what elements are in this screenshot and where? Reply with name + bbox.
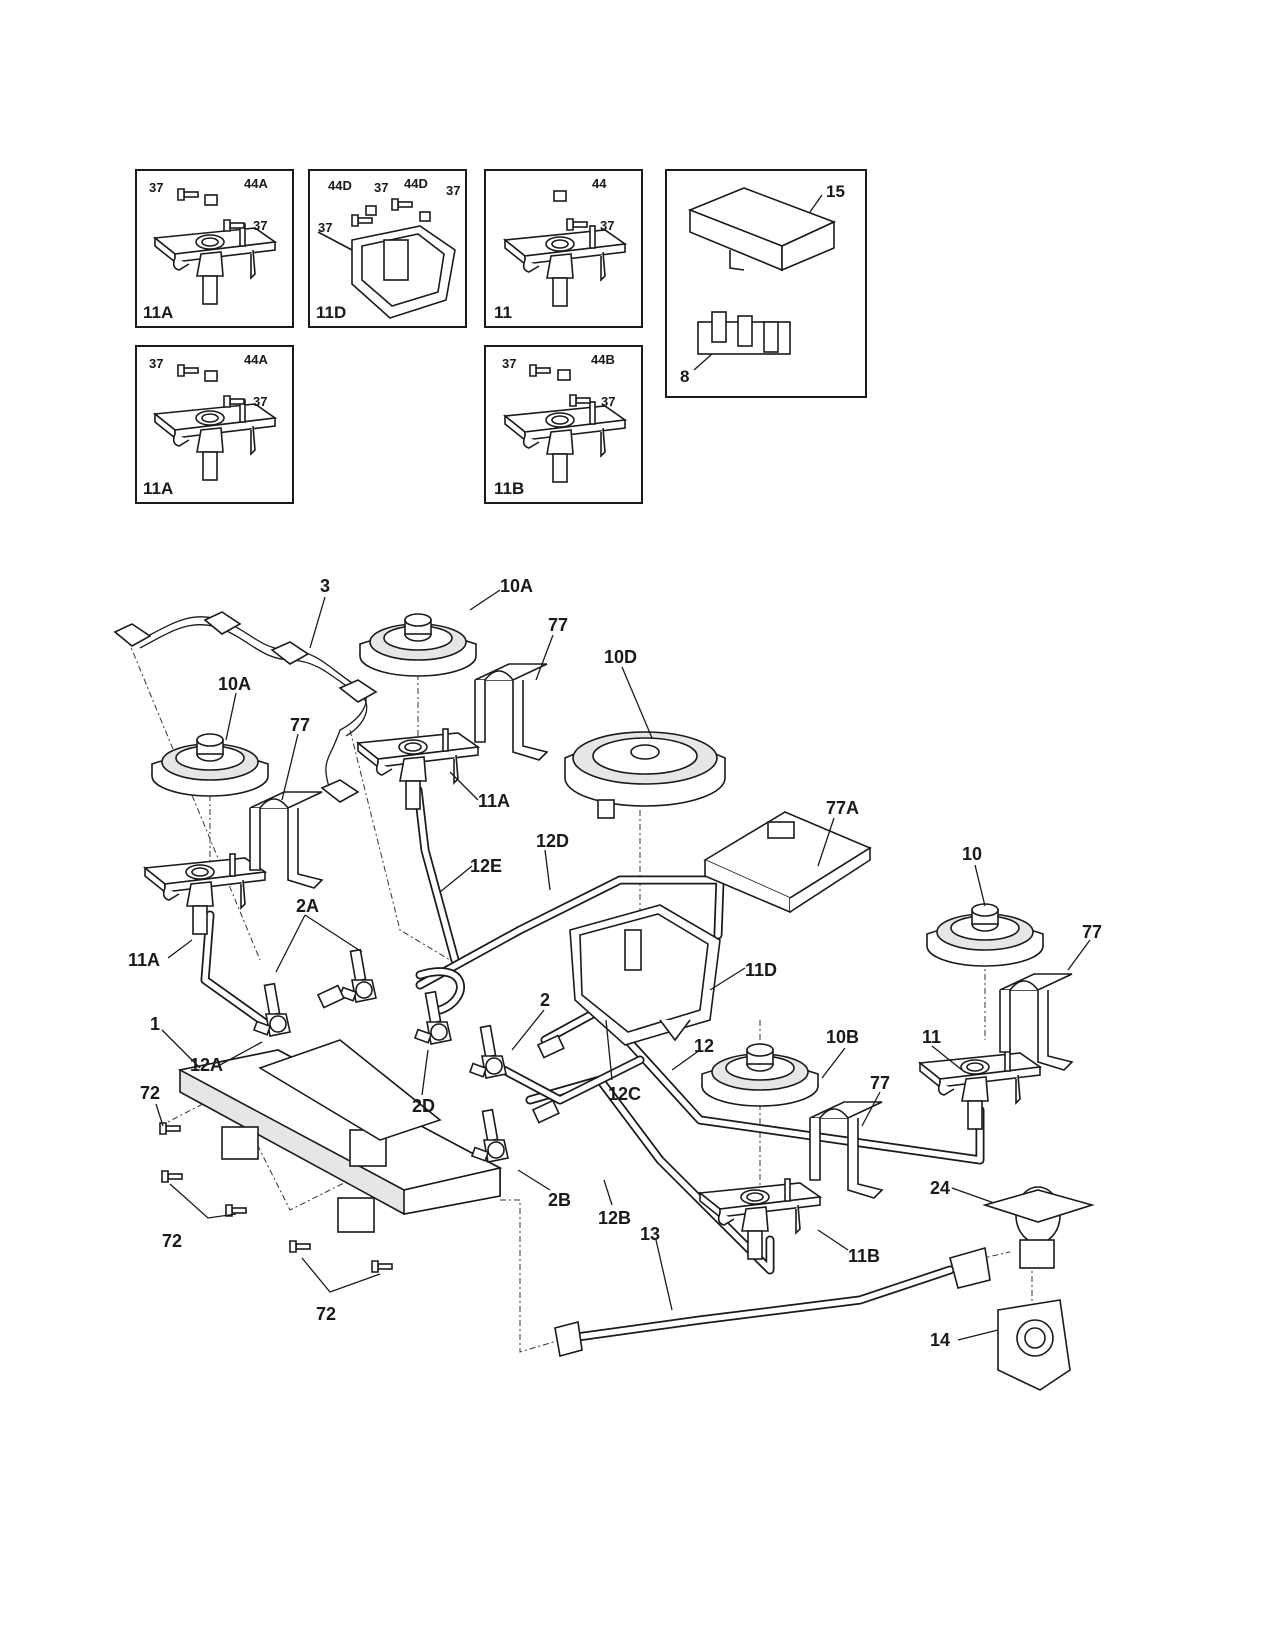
callout-77: 77 [870,1073,890,1093]
callout-44: 44 [592,176,607,191]
callout-3: 3 [320,576,330,596]
base-11d [569,904,721,1046]
bracket-77-mid [809,1101,883,1199]
callout-77a: 77A [826,798,859,818]
callout-11: 11 [494,303,512,322]
callout-10a: 10A [500,576,533,596]
regulator [554,1186,1095,1391]
burner-10d [564,731,726,819]
inset-panel-11b: 37 44B 37 11B [484,345,643,504]
callout-10d: 10D [604,647,637,667]
callout-11a: 11A [478,791,510,811]
callout-13: 13 [640,1224,660,1244]
inset-panel-11a-bottom: 37 44A 37 11A [135,345,294,504]
callout-44a: 44A [244,176,268,191]
callout-37: 37 [374,180,388,195]
callout-37: 37 [601,394,615,409]
callout-14: 14 [930,1330,950,1350]
inset-panel-11: 44 37 11 [484,169,643,328]
callout-11: 11 [922,1027,941,1047]
callout-12d: 12D [536,831,569,851]
callout-44d: 44D [404,176,428,191]
burner-10b [701,1043,819,1107]
base-11 [919,1048,1041,1130]
callout-37: 37 [253,218,267,233]
callout-10: 10 [962,844,982,864]
manifold [177,1039,503,1233]
callout-72: 72 [316,1304,336,1324]
callout-37: 37 [502,356,516,371]
burner-10a-front [151,733,269,797]
callout-2d: 2D [412,1096,435,1116]
callout-37: 37 [253,394,267,409]
callout-12c: 12C [608,1084,641,1104]
callout-15: 15 [826,182,845,201]
callout-10a: 10A [218,674,251,694]
callout-72: 72 [140,1083,160,1103]
callout-37: 37 [446,183,460,198]
callout-77: 77 [290,715,310,735]
callout-8: 8 [680,367,689,386]
callout-11a: 11A [143,479,173,498]
screw-72-d [289,1240,311,1253]
leader-lines [155,589,1091,1341]
callout-12a: 12A [190,1055,223,1075]
callout-12: 12 [694,1036,714,1056]
bracket-77a [703,811,872,914]
callout-12b: 12B [598,1208,631,1228]
valve-2b [471,1108,509,1163]
callout-44a: 44A [244,352,268,367]
callout-37: 37 [149,180,163,195]
valve-2a-left [253,982,291,1037]
callout-72: 72 [162,1231,182,1251]
valve-2a-right [339,948,377,1003]
inset-panel-11d: 44D 37 44D 37 37 11D [308,169,467,328]
callout-11a: 11A [128,950,160,970]
base-11b [699,1178,821,1260]
inset-panel-15-8: 15 8 [665,169,867,398]
callout-37: 37 [149,356,163,371]
callout-11b: 11B [848,1246,880,1266]
valve-2d [414,990,452,1045]
callout-44d: 44D [328,178,352,193]
burner-10 [926,903,1044,967]
callout-77: 77 [548,615,568,635]
callout-11d: 11D [745,960,777,980]
base-11a-front [144,853,266,935]
main-exploded-view: 3 10A 77 10D 10A 77A 77 11A 12D 12E 2A 1… [113,576,1102,1391]
callout-11d: 11D [316,303,346,322]
callout-11b: 11B [494,479,524,498]
callout-2a: 2A [296,896,319,916]
screw-72-e [371,1260,393,1273]
callout-2b: 2B [548,1190,571,1210]
callout-12e: 12E [470,856,502,876]
inset-panel-11a-top: 37 44A 37 11A [135,169,294,328]
callout-11a: 11A [143,303,173,322]
callout-1: 1 [150,1014,160,1034]
burner-10a-rear [359,613,477,677]
callout-44b: 44B [591,352,615,367]
callout-37: 37 [600,218,614,233]
callout-2: 2 [540,990,550,1010]
screw-72-b [161,1170,183,1183]
callout-37: 37 [318,220,332,235]
ignition-harness [113,611,378,803]
base-11a-rear [357,728,479,810]
valve-2 [469,1024,507,1079]
callout-77: 77 [1082,922,1102,942]
gas-tubes [200,785,985,1343]
callout-24: 24 [930,1178,950,1198]
callout-10b: 10B [826,1027,859,1047]
